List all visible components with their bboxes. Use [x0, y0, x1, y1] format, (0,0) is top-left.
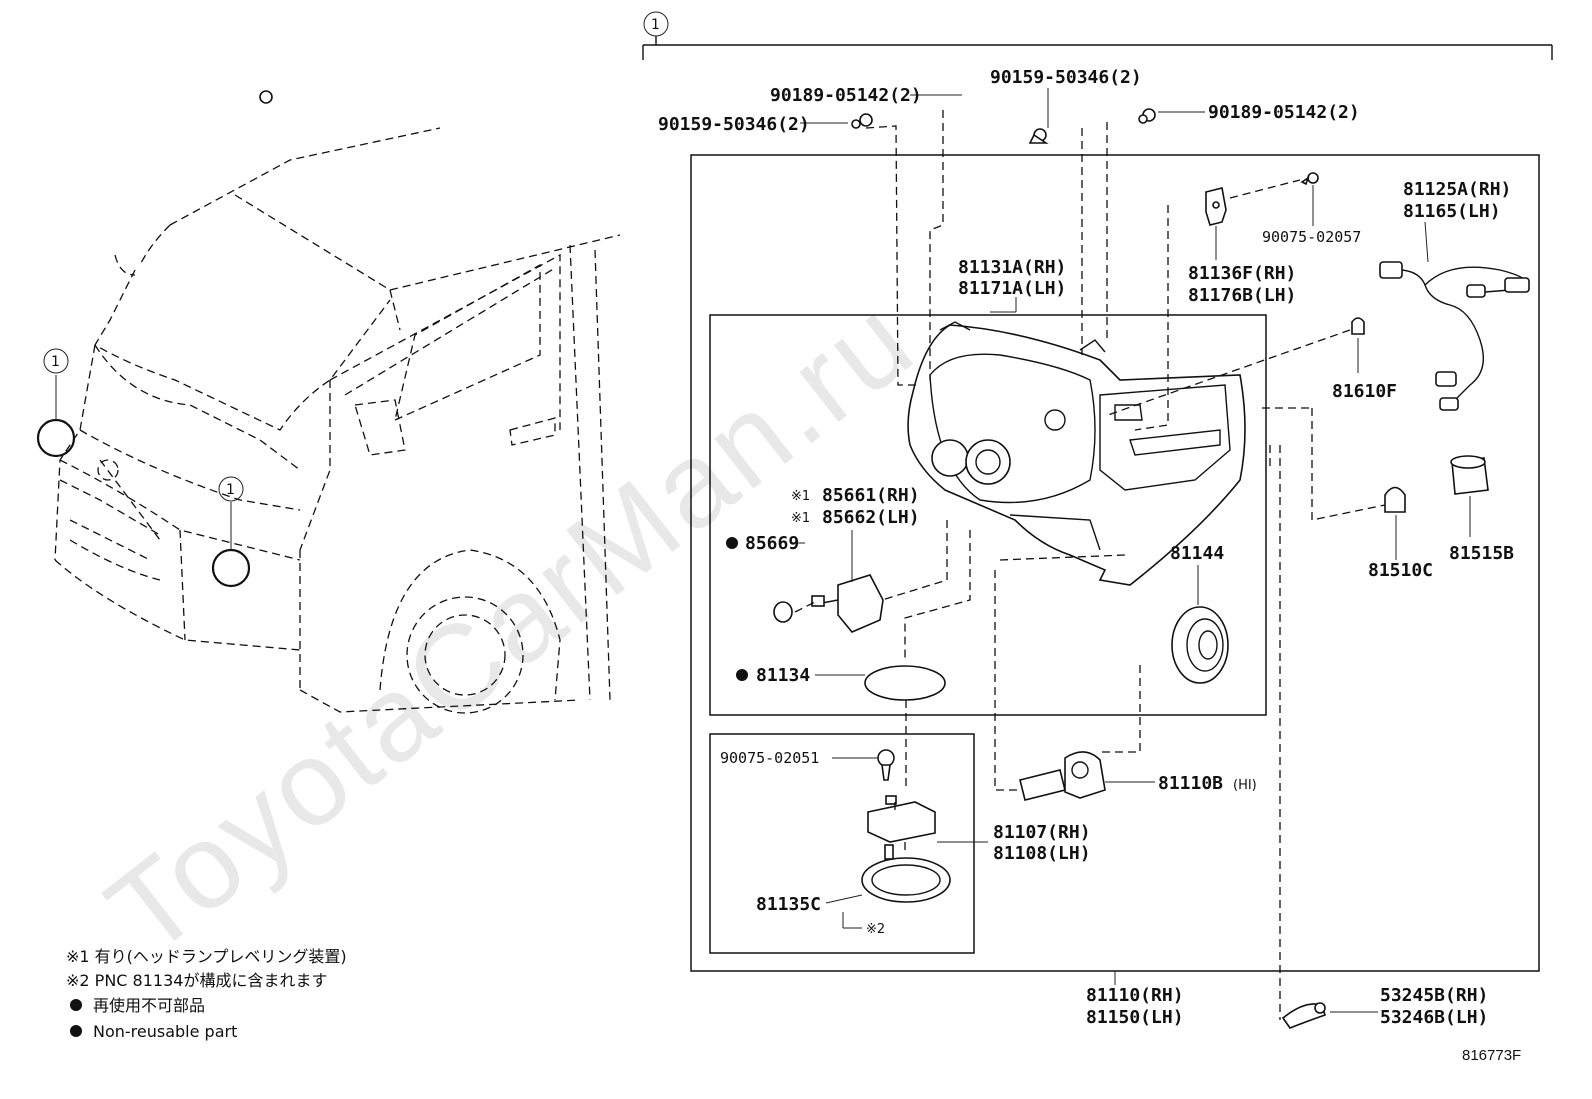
label-90159-50346-left: 90159-50346(2) [658, 114, 810, 135]
legend-dot-2 [70, 1025, 82, 1037]
label-85662-mark: ※1 [791, 511, 810, 526]
legend-note-4: Non-reusable part [93, 1022, 237, 1041]
wiring-harness-81125A [1379, 261, 1530, 411]
label-81136F-rh: 81136F(RH) [1188, 263, 1296, 284]
label-81176B-lh: 81176B(LH) [1188, 285, 1296, 306]
vehicle-callout-1-low: 1 [226, 482, 235, 498]
headlamp-housing-81131A [907, 321, 1246, 586]
label-81110B-note: (HI) [1233, 778, 1257, 793]
socket-ring-81135C [861, 844, 951, 903]
gasket-ring-81134 [864, 665, 946, 701]
label-81108-lh: 81108(LH) [993, 843, 1091, 864]
bracket-81136F [1205, 187, 1227, 226]
label-81131A-rh: 81131A(RH) [958, 257, 1066, 278]
label-81515B: 81515B [1449, 543, 1514, 564]
screw-90189-top [851, 113, 873, 129]
screw-90075-02051 [877, 749, 895, 781]
label-81165-lh: 81165(LH) [1403, 201, 1501, 222]
headlamp-unit-box [709, 314, 1267, 716]
bulb-81610F [1351, 317, 1365, 335]
bulb-81510C [1384, 486, 1406, 513]
leveling-actuator-85661 [811, 574, 884, 633]
label-53246B-lh: 53246B(LH) [1380, 1007, 1488, 1028]
label-81135C: 81135C [756, 894, 821, 915]
label-90075-02051: 90075-02051 [720, 749, 819, 767]
vehicle-callout-1-top: 1 [51, 354, 60, 370]
label-90159-50346-mid: 90159-50346(2) [990, 67, 1142, 88]
label-81150-lh: 81150(LH) [1086, 1007, 1184, 1028]
socket-81515B [1450, 455, 1489, 495]
label-90189-05142-right: 90189-05142(2) [1208, 102, 1360, 123]
cover-81144 [1171, 606, 1229, 684]
leveling-kit-box [709, 733, 975, 954]
watermark-text: ToyotaCarMan.ru [84, 271, 939, 980]
watermark: ToyotaCarMan.ru [84, 271, 939, 980]
vehicle-headlamp-marker-front [36, 418, 76, 458]
legend: ※1 有り(ヘッドランプレベリング装置) ※2 PNC 81134が構成に含まれ… [66, 947, 347, 1041]
legend-note-1: ※1 有り(ヘッドランプレベリング装置) [66, 947, 347, 966]
label-85661-mark: ※1 [791, 489, 810, 504]
assembly-header-bracket: 1 [642, 11, 1553, 60]
clip-53245B [1281, 1002, 1326, 1029]
label-81107-rh: 81107(RH) [993, 822, 1091, 843]
label-85662-lh: 85662(LH) [822, 507, 920, 528]
screw-90189-b [259, 90, 273, 104]
label-81110B: 81110B [1158, 773, 1223, 794]
legend-dot-1 [70, 999, 82, 1011]
vehicle-illustration: 1 1 [36, 127, 621, 714]
label-81110-rh: 81110(RH) [1086, 985, 1184, 1006]
non-reusable-dot-85669 [726, 537, 738, 549]
label-81610F: 81610F [1332, 381, 1397, 402]
screw-90189-right [1138, 108, 1156, 124]
label-90189-05142-top: 90189-05142(2) [770, 85, 922, 106]
screw-90075-02057 [1300, 172, 1319, 186]
label-81134: 81134 [756, 665, 810, 686]
diagram-reference-code: 816773F [1462, 1047, 1521, 1064]
label-53245B-rh: 53245B(RH) [1380, 985, 1488, 1006]
header-callout-1: 1 [651, 17, 660, 33]
non-reusable-dot-81134 [736, 669, 748, 681]
label-81125A-rh: 81125A(RH) [1403, 179, 1511, 200]
label-81135C-mark: ※2 [866, 922, 885, 937]
label-85669: 85669 [745, 533, 799, 554]
o-ring-85669 [773, 601, 793, 623]
label-85661-rh: 85661(RH) [822, 485, 920, 506]
bulb-81110B [1019, 751, 1106, 801]
leveling-ecu-81107 [867, 795, 936, 843]
label-81510C: 81510C [1368, 560, 1433, 581]
label-81171A-lh: 81171A(LH) [958, 278, 1066, 299]
label-90075-02057: 90075-02057 [1262, 228, 1361, 246]
label-81144: 81144 [1170, 543, 1224, 564]
screw-90159-mid [1028, 128, 1049, 144]
vehicle-headlamp-marker-side [211, 548, 251, 588]
legend-note-2: ※2 PNC 81134が構成に含まれます [66, 971, 327, 990]
legend-note-3: 再使用不可部品 [93, 996, 205, 1015]
